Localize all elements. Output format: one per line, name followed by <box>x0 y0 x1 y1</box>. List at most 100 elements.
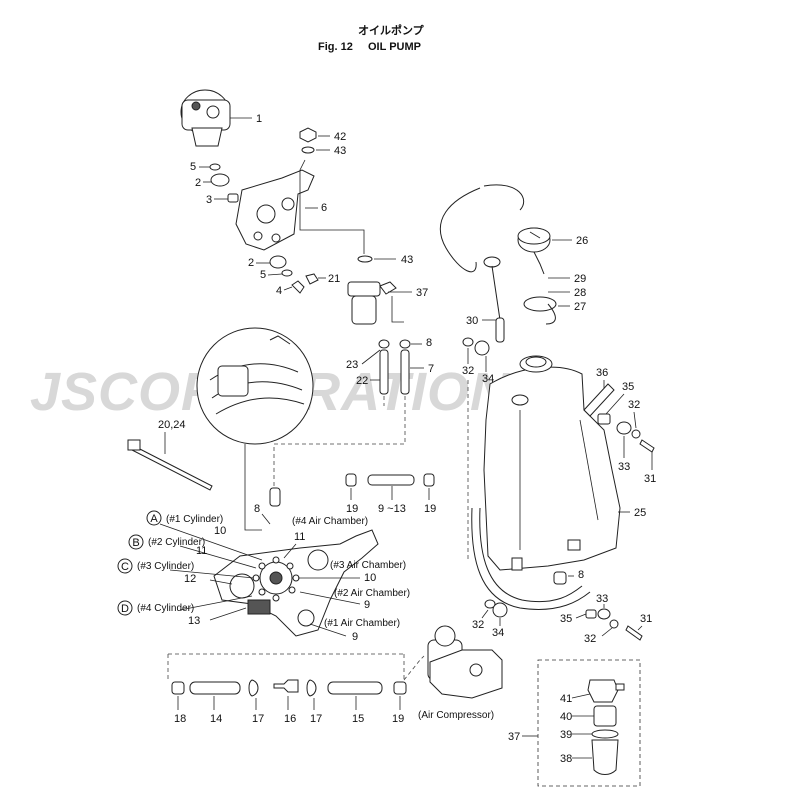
callout-29: 29 <box>574 273 586 285</box>
callout-8b: 8 <box>254 503 260 515</box>
figure-number: Fig. 12 <box>318 41 353 53</box>
callout-28: 28 <box>574 287 586 299</box>
cap-19a <box>345 473 357 487</box>
callout-8c: 8 <box>578 569 584 581</box>
callout-26: 26 <box>576 235 588 247</box>
figure-title: OIL PUMP <box>368 41 421 53</box>
callout-4: 4 <box>276 285 282 297</box>
bolt-31b <box>625 625 643 641</box>
cylinder-d-text: (#4 Cylinder) <box>137 603 194 614</box>
cylinder-d: D (#4 Cylinder) <box>117 600 194 616</box>
collar-2a <box>210 173 230 187</box>
callout-32a: 32 <box>462 365 474 377</box>
chamber-4: (#4 Air Chamber) <box>292 516 368 527</box>
callout-22: 22 <box>356 375 368 387</box>
strainer-bowl-38 <box>591 739 619 775</box>
cap-18 <box>171 681 185 695</box>
callout-10a: 10 <box>214 525 226 537</box>
callout-33a: 33 <box>618 461 630 473</box>
callout-19c: 19 <box>392 713 404 725</box>
callout-38: 38 <box>560 753 572 765</box>
washer-32d <box>484 599 496 609</box>
pump-bracket-6 <box>235 169 318 251</box>
callout-1: 1 <box>256 113 262 125</box>
o-ring-5a <box>209 163 221 171</box>
washer-43b <box>357 255 373 263</box>
callout-36: 36 <box>596 367 608 379</box>
hose-22 <box>379 349 389 395</box>
callout-17b: 17 <box>310 713 322 725</box>
clip-8a <box>399 339 411 349</box>
clip-8b <box>269 487 281 507</box>
cylinder-c: C (#3 Cylinder) <box>117 558 194 574</box>
callout-12: 12 <box>184 573 196 585</box>
cap-19c <box>393 681 407 695</box>
callout-25: 25 <box>634 507 646 519</box>
callout-34b: 34 <box>492 627 504 639</box>
callout-32c: 32 <box>584 633 596 645</box>
callout-11a: 11 <box>196 545 207 557</box>
hose-7 <box>400 349 410 395</box>
callout-16: 16 <box>284 713 296 725</box>
callout-32d: 32 <box>472 619 484 631</box>
callout-27: 27 <box>574 301 586 313</box>
cable-tie-20-24 <box>127 439 213 491</box>
callout-10b: 10 <box>364 572 376 584</box>
callout-5a: 5 <box>190 161 196 173</box>
strap-29 <box>533 251 545 275</box>
callout-37a: 37 <box>416 287 428 299</box>
cylinder-d-letter: D <box>121 603 129 615</box>
washer-32b <box>631 429 641 439</box>
filter-detail-box <box>537 659 641 787</box>
joint-16 <box>273 679 299 693</box>
clip-17a <box>248 679 259 697</box>
callout-9a: 9 <box>364 599 370 611</box>
callout-19a: 19 <box>346 503 358 515</box>
callout-17a: 17 <box>252 713 264 725</box>
hose-9-13 <box>367 474 415 486</box>
callout-30: 30 <box>466 315 478 327</box>
cylinder-c-letter: C <box>121 561 129 573</box>
clip-8c <box>553 571 567 585</box>
cylinder-b-text: (#2 Cylinder) <box>148 537 205 548</box>
tank-cap-26 <box>517 227 551 253</box>
bushing-3 <box>227 193 239 203</box>
level-gauge-30 <box>483 256 505 343</box>
callout-20-24: 20,24 <box>158 419 186 431</box>
callout-6: 6 <box>321 202 327 214</box>
nut-42 <box>299 127 317 143</box>
hose-14 <box>189 681 241 695</box>
cylinder-a: A (#1 Cylinder) <box>146 510 223 526</box>
callout-34a: 34 <box>482 373 494 385</box>
callout-13: 13 <box>188 615 200 627</box>
washer-43a <box>301 146 315 154</box>
callout-42: 42 <box>334 131 346 143</box>
clip-17b <box>306 679 317 697</box>
cylinder-b-letter: B <box>132 537 139 549</box>
collar-35a <box>597 413 611 425</box>
grommet-34a <box>474 340 490 356</box>
air-compressor-label: (Air Compressor) <box>418 710 494 721</box>
oil-strainer-37 <box>347 281 412 325</box>
washer-32c <box>609 619 619 629</box>
callout-8a: 8 <box>426 337 432 349</box>
callout-43a: 43 <box>334 145 346 157</box>
bracket-35b <box>585 609 597 619</box>
distribution-manifold <box>213 529 379 637</box>
hose-loop <box>471 507 591 610</box>
callout-9-13: 9 ~13 <box>378 503 406 515</box>
o-ring-39 <box>591 729 619 739</box>
strainer-40 <box>593 705 617 727</box>
oil-tank-25 <box>483 355 621 571</box>
cylinder-a-text: (#1 Cylinder) <box>166 514 223 525</box>
grommet-33b <box>597 608 611 620</box>
callout-7: 7 <box>428 363 434 375</box>
bolt-21 <box>305 273 319 285</box>
cylinder-c-text: (#3 Cylinder) <box>137 561 194 572</box>
oil-pump-assembly <box>180 89 252 147</box>
callout-33b: 33 <box>596 593 608 605</box>
callout-31b: 31 <box>640 613 652 625</box>
clip-23 <box>378 339 390 349</box>
callout-37b: 37 <box>508 731 520 743</box>
